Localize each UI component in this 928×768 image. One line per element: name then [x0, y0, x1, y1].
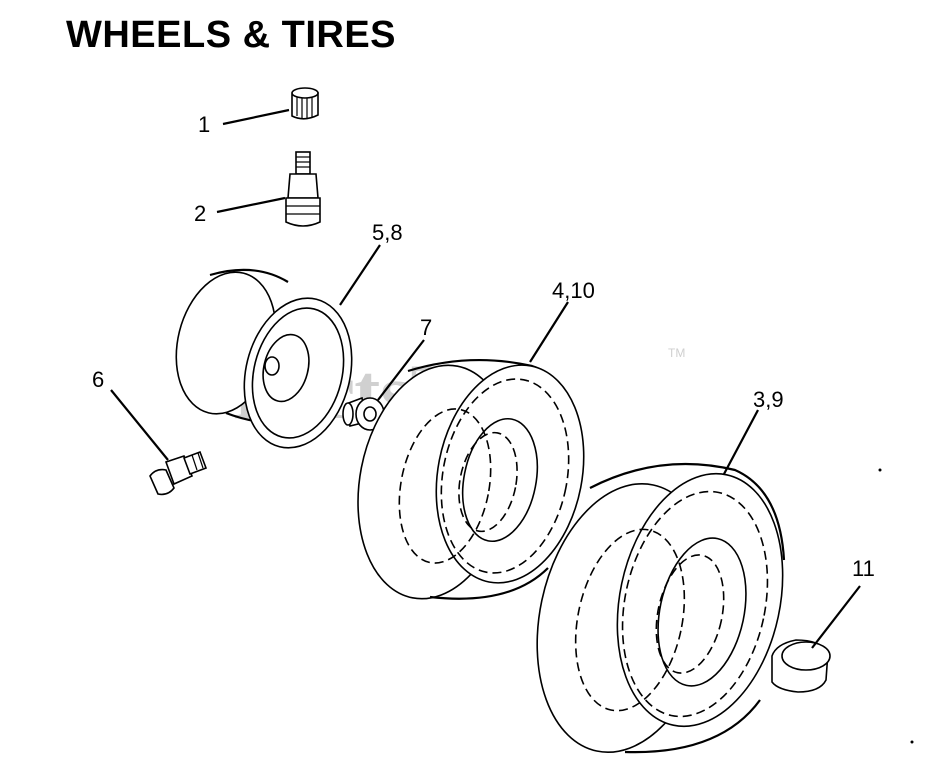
front-tire-part — [357, 358, 585, 600]
valve-stem-part — [285, 151, 321, 227]
leader-line-7 — [377, 339, 425, 401]
callout-1: 1 — [198, 112, 210, 137]
scan-speck — [878, 468, 882, 472]
leader-line-11 — [811, 585, 861, 649]
callout-11: 11 — [852, 556, 875, 581]
leader-line-1 — [222, 108, 290, 126]
callout-7: 7 — [420, 315, 432, 340]
leader-line-2 — [216, 196, 286, 214]
watermark-trademark: TM — [668, 346, 685, 360]
callout-2: 2 — [194, 201, 206, 226]
leader-line-3-9 — [723, 409, 759, 475]
rear-tire-part — [536, 462, 786, 754]
callout-5-8: 5,8 — [372, 220, 403, 245]
valve-cap-part — [291, 87, 319, 120]
leader-line-5-8 — [339, 244, 381, 306]
leader-line-4-10 — [529, 301, 569, 363]
callout-4-10: 4,10 — [552, 278, 595, 303]
leader-line-6 — [110, 389, 169, 461]
grease-fitting-part — [149, 450, 208, 496]
hub-cap-part — [771, 639, 831, 693]
wheel-rim-part — [175, 268, 353, 449]
scan-speck — [910, 740, 914, 744]
callout-3-9: 3,9 — [753, 387, 784, 412]
diagram-title: WHEELS & TIRES — [66, 14, 397, 56]
callout-6: 6 — [92, 367, 104, 392]
